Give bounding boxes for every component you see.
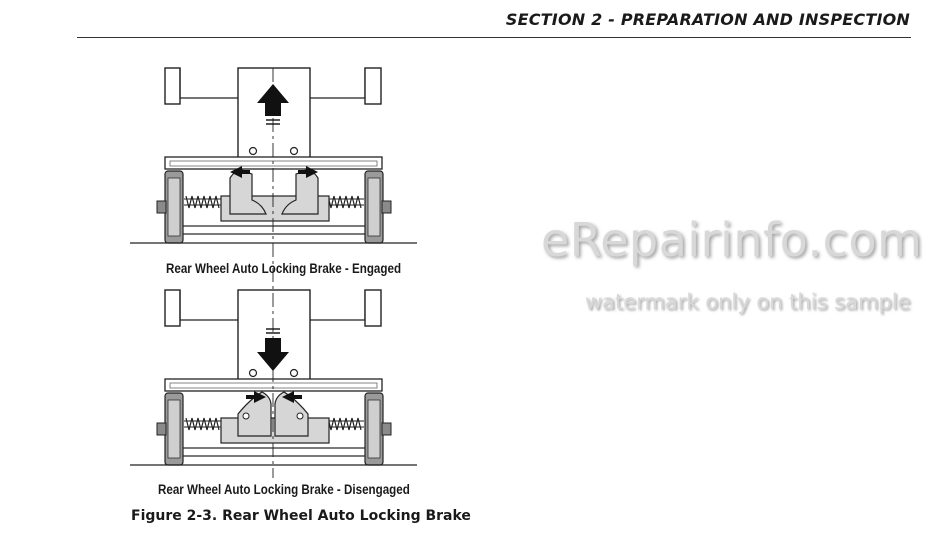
disengaged-diagram [130,289,417,478]
watermark-note: watermark only on this sample [585,290,911,314]
caption-engaged: Rear Wheel Auto Locking Brake - Engaged [166,261,402,276]
section-title: SECTION 2 - PREPARATION AND INSPECTION [505,10,910,29]
engaged-diagram [130,67,417,290]
header-divider [77,37,911,38]
caption-disengaged: Rear Wheel Auto Locking Brake - Disengag… [158,482,410,497]
watermark-brand: eRepairinfo.com [541,213,923,267]
figure-title: Figure 2-3. Rear Wheel Auto Locking Brak… [131,508,471,524]
